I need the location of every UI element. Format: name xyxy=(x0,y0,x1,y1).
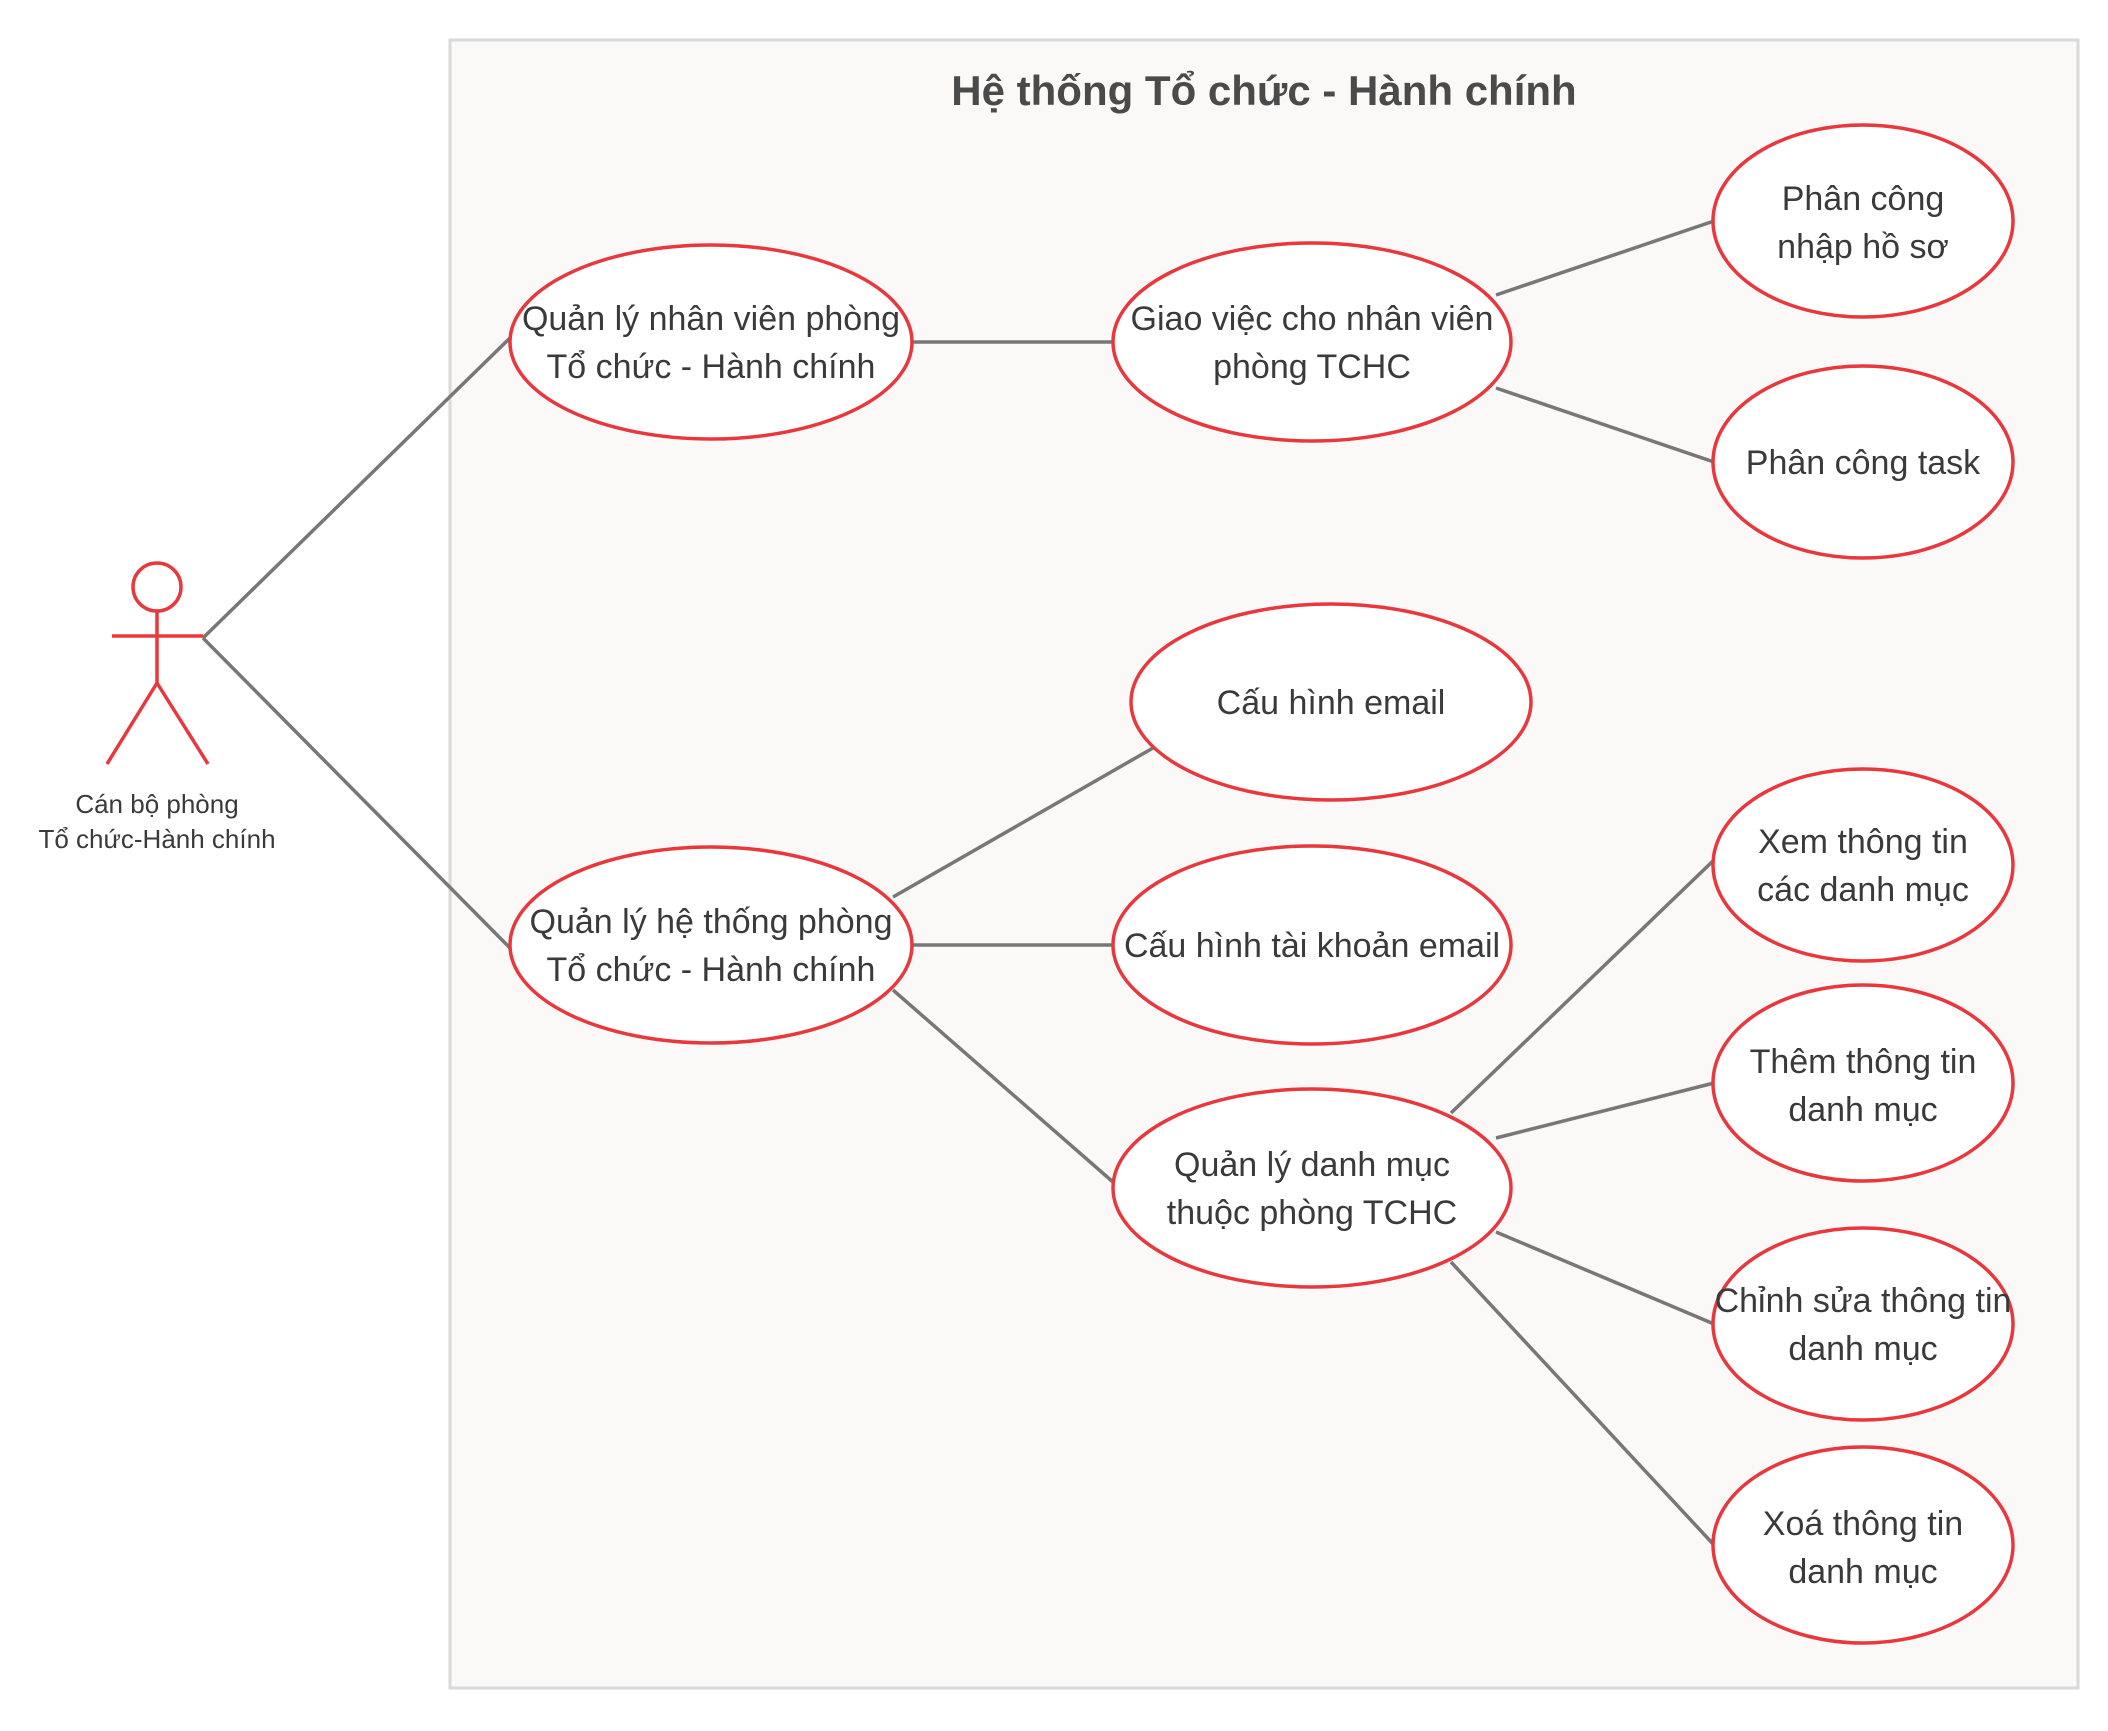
usecase-phan-cong-task[interactable] xyxy=(1711,364,2015,560)
xem-dm-label-line2: các danh mục xyxy=(1757,871,1969,909)
actor-label-line2: Tổ chức-Hành chính xyxy=(38,824,275,854)
them-dm-label-line2: danh mục xyxy=(1788,1091,1937,1129)
association-qldm-xoa-dm xyxy=(1449,1260,1716,1547)
association-actor-qlht xyxy=(201,636,514,952)
system-title: Hệ thống Tổ chức - Hành chính xyxy=(951,67,1576,114)
associations xyxy=(201,219,1716,1547)
xem-dm-label-line1: Xem thông tin xyxy=(1758,823,1968,861)
giaoviec-label-line2: phòng TCHC xyxy=(1213,348,1411,386)
pc-task-label: Phân công task xyxy=(1746,444,1981,482)
association-qldm-xem-dm xyxy=(1449,858,1716,1115)
usecase-chinh-sua-danh-muc[interactable] xyxy=(1711,1226,2015,1422)
pc-nhaphoso-label-line2: nhập hồ sơ xyxy=(1777,228,1949,266)
ch-tk-email-label: Cấu hình tài khoản email xyxy=(1124,927,1500,965)
giaoviec-label-line1: Giao việc cho nhân viên xyxy=(1131,300,1494,338)
actor-label-line1: Cán bộ phòng xyxy=(75,789,238,819)
xoa-dm-label-line2: danh mục xyxy=(1788,1553,1937,1591)
qldm-label-line1: Quản lý danh mục xyxy=(1174,1146,1450,1184)
usecase-quan-ly-nhan-vien[interactable] xyxy=(508,243,914,441)
sua-dm-label-line1: Chỉnh sửa thông tin xyxy=(1715,1282,2012,1320)
usecase-cau-hinh-email[interactable] xyxy=(1129,602,1533,802)
qlht-label-line1: Quản lý hệ thống phòng xyxy=(530,903,893,941)
qlnv-label-line2: Tổ chức - Hành chính xyxy=(547,348,876,386)
usecase-quan-ly-he-thong[interactable] xyxy=(508,845,914,1045)
actor-head xyxy=(131,561,183,613)
them-dm-label-line1: Thêm thông tin xyxy=(1750,1043,1977,1081)
actor-left-leg xyxy=(105,682,159,765)
xoa-dm-label-line1: Xoá thông tin xyxy=(1763,1505,1963,1543)
usecase-quan-ly-danh-muc[interactable] xyxy=(1111,1087,1513,1289)
association-qlht-ch-email xyxy=(892,746,1154,899)
association-qlht-qldm xyxy=(891,988,1115,1184)
association-qldm-them-dm xyxy=(1495,1081,1715,1140)
association-giaoviec-pc-nhaphoso xyxy=(1495,219,1715,297)
qlnv-label-line1: Quản lý nhân viên phòng xyxy=(522,300,900,338)
usecase-xem-danh-muc[interactable] xyxy=(1711,767,2015,963)
usecase-phan-cong-nhap-ho-so[interactable] xyxy=(1711,123,2015,319)
pc-nhaphoso-label-line1: Phân công xyxy=(1782,180,1945,218)
ch-email-label: Cấu hình email xyxy=(1217,684,1446,722)
actor-right-leg xyxy=(155,682,210,765)
usecase-them-danh-muc[interactable] xyxy=(1711,983,2015,1183)
qldm-label-line2: thuộc phòng TCHC xyxy=(1167,1194,1457,1232)
usecase-xoa-danh-muc[interactable] xyxy=(1711,1445,2015,1645)
association-actor-qlnv xyxy=(201,334,514,640)
usecase-giao-viec[interactable] xyxy=(1111,241,1513,443)
actor-stick-figure xyxy=(105,561,210,765)
usecase-cau-hinh-tai-khoan-email[interactable] xyxy=(1111,844,1513,1046)
association-qldm-sua-dm xyxy=(1495,1230,1715,1326)
sua-dm-label-line2: danh mục xyxy=(1788,1330,1937,1368)
qlht-label-line2: Tổ chức - Hành chính xyxy=(547,951,876,989)
association-giaoviec-pc-task xyxy=(1495,386,1715,464)
